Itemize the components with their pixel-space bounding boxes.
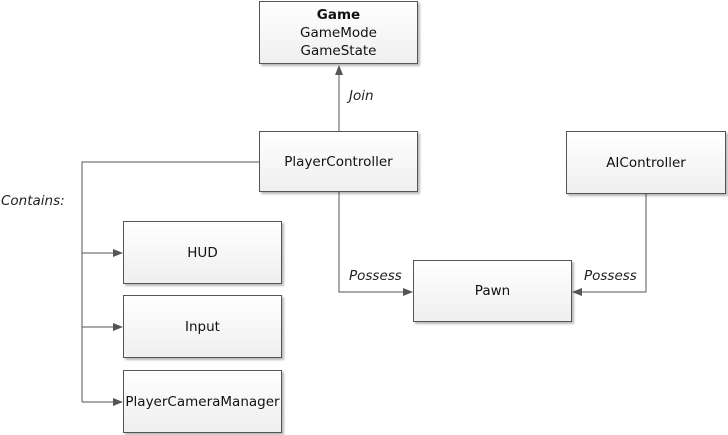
game-node: Game GameMode GameState	[259, 1, 418, 64]
game-node-title: Game	[316, 6, 361, 23]
possess-label-ai: Possess	[584, 268, 637, 284]
hud-node: HUD	[123, 221, 282, 284]
game-node-line-gamestate: GameState	[300, 42, 377, 59]
player-controller-node: PlayerController	[259, 131, 418, 192]
hud-label: HUD	[187, 244, 218, 261]
possess-edge-player	[338, 192, 413, 296]
camera-manager-label: PlayerCameraManager	[125, 393, 280, 410]
contains-trunk	[81, 161, 259, 402]
input-node: Input	[123, 295, 282, 358]
ai-controller-label: AIController	[606, 154, 686, 171]
game-node-line-gamemode: GameMode	[300, 24, 377, 41]
pawn-node: Pawn	[413, 260, 572, 322]
possess-edge-ai	[572, 194, 647, 296]
camera-manager-node: PlayerCameraManager	[123, 370, 282, 433]
possess-label-player: Possess	[349, 268, 402, 284]
ai-controller-node: AIController	[566, 131, 726, 194]
player-controller-label: PlayerController	[284, 153, 393, 170]
contains-label: Contains:	[1, 193, 65, 209]
pawn-label: Pawn	[474, 283, 511, 299]
input-label: Input	[185, 318, 220, 335]
join-label: Join	[349, 88, 374, 104]
